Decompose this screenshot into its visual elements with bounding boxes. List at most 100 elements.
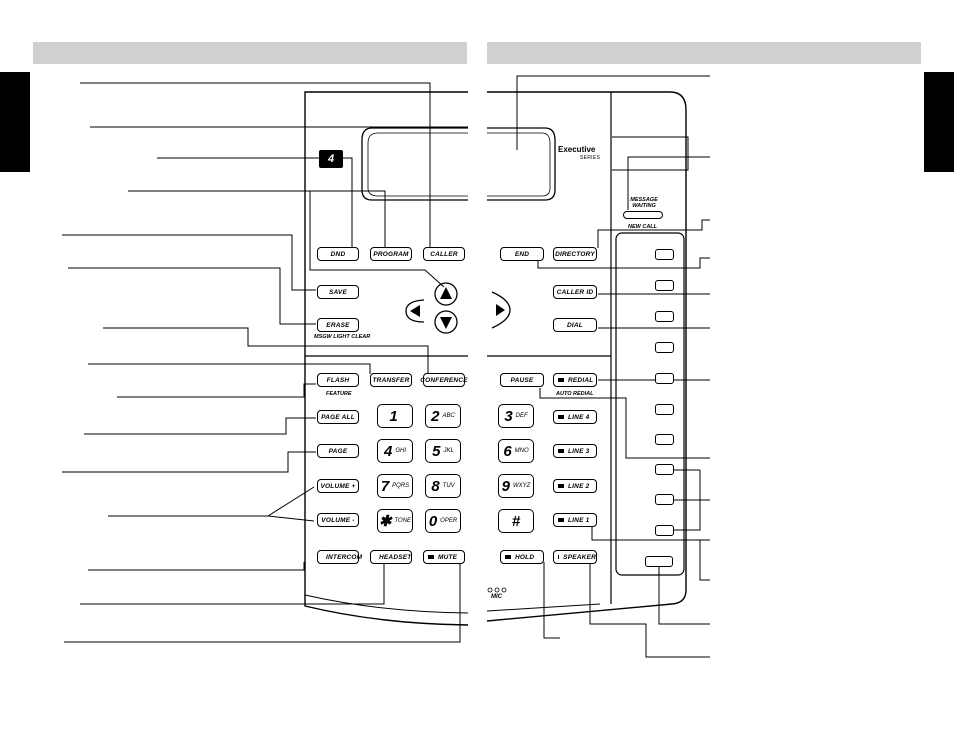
caller-id-button[interactable]: CALLER ID [553,285,597,299]
display-window-left-inner [367,132,468,197]
hold-button[interactable]: HOLD [500,550,544,564]
callout-flash [117,383,316,398]
logo-text: 4 [327,153,335,165]
page-button[interactable]: PAGE [317,444,359,458]
callout-r-programmable [699,540,710,581]
callout-r-autoredial [539,388,710,459]
intercom-button[interactable]: INTERCOM [317,550,362,564]
programmable-key-9[interactable] [655,494,674,505]
volume-up-button[interactable]: VOLUME + [317,479,359,493]
programmable-key-10[interactable] [655,525,674,536]
dial-key-1[interactable]: 1 [377,404,413,428]
programmable-key-3[interactable] [655,311,674,322]
callout-save [62,234,316,291]
right-callout-lines [516,75,710,658]
programmable-key-7[interactable] [655,434,674,445]
phone-body-left-base [304,594,469,614]
mic-hole-1 [487,587,493,593]
display-window-right-inner [487,132,551,197]
pause-button[interactable]: PAUSE [500,373,544,387]
brand-series: SERIES [580,155,601,161]
up-arrow-icon [440,287,452,299]
callout-r-message [627,156,710,210]
programmable-key-6[interactable] [655,404,674,415]
left-edge-tab [0,72,30,172]
callout-page [62,451,316,473]
callout-r-hold [543,562,560,639]
erase-sublabel: MSGW LIGHT CLEAR [314,334,371,340]
flash-button[interactable]: FLASH [317,373,359,387]
mic-label: MIC [491,594,502,600]
down-arrow-ring [434,310,458,334]
redial-button[interactable]: REDIAL [553,373,597,387]
caller-button[interactable]: CALLER [423,247,465,261]
message-waiting-label: MESSAGE WAITING [630,197,658,209]
callout-transfer [88,363,371,374]
end-button[interactable]: END [500,247,544,261]
callout-volume-2 [267,515,315,522]
erase-button[interactable]: ERASE [317,318,359,332]
programmable-key-8[interactable] [655,464,674,475]
line-3-button[interactable]: LINE 3 [553,444,597,458]
line-1-button[interactable]: LINE 1 [553,513,597,527]
callout-r-line1 [591,524,710,541]
transfer-button[interactable]: TRANSFER [370,373,412,387]
callout-r-directory [597,219,710,248]
directory-button[interactable]: DIRECTORY [553,247,597,261]
programmable-key-1[interactable] [655,249,674,260]
programmable-key-bottom[interactable] [645,556,673,567]
callout-erase [68,267,316,325]
brand-name: Executive [558,145,596,154]
callout-mute [64,564,461,643]
callout-caller [80,82,431,248]
programmable-key-2[interactable] [655,280,674,291]
mic-hole-3 [501,587,507,593]
new-call-label: NEW CALL [628,224,658,230]
callout-up-arrow [128,190,445,288]
up-arrow-ring [434,282,458,306]
dial-button[interactable]: DIAL [553,318,597,332]
page-all-button[interactable]: PAGE ALL [317,410,359,424]
message-waiting-led [623,211,663,219]
callout-r-display [516,75,710,150]
flash-sublabel: FEATURE [326,391,352,397]
callout-conference [103,327,429,374]
callout-r-speaker [589,562,710,658]
conference-button[interactable]: CONFERENCE [420,373,468,387]
programmable-key-panel [615,232,685,576]
callout-intercom [88,562,305,571]
program-button[interactable]: PROGRAM [370,247,412,261]
mute-button[interactable]: MUTE [423,550,465,564]
mic-hole-2 [494,587,500,593]
dial-key-pound[interactable]: # [498,509,534,533]
right-arrow-ring [491,291,511,329]
dnd-button[interactable]: DND [317,247,359,261]
phone-body-right [486,91,687,622]
programmable-key-5[interactable] [655,373,674,384]
line-2-button[interactable]: LINE 2 [553,479,597,493]
save-button[interactable]: SAVE [317,285,359,299]
callout-page-all [84,417,316,435]
line-4-button[interactable]: LINE 4 [553,410,597,424]
headset-button[interactable]: HEADSET [370,550,412,564]
left-arrow-icon [410,305,420,317]
programmable-key-4[interactable] [655,342,674,353]
four-line-logo: 4 [319,150,343,168]
callout-r-end [537,257,710,269]
speaker-button[interactable]: SPEAKER [553,550,597,564]
dial-key-star[interactable]: ✱TONE [377,509,413,533]
volume-down-button[interactable]: VOLUME - [317,513,359,527]
callout-logo [157,157,353,248]
